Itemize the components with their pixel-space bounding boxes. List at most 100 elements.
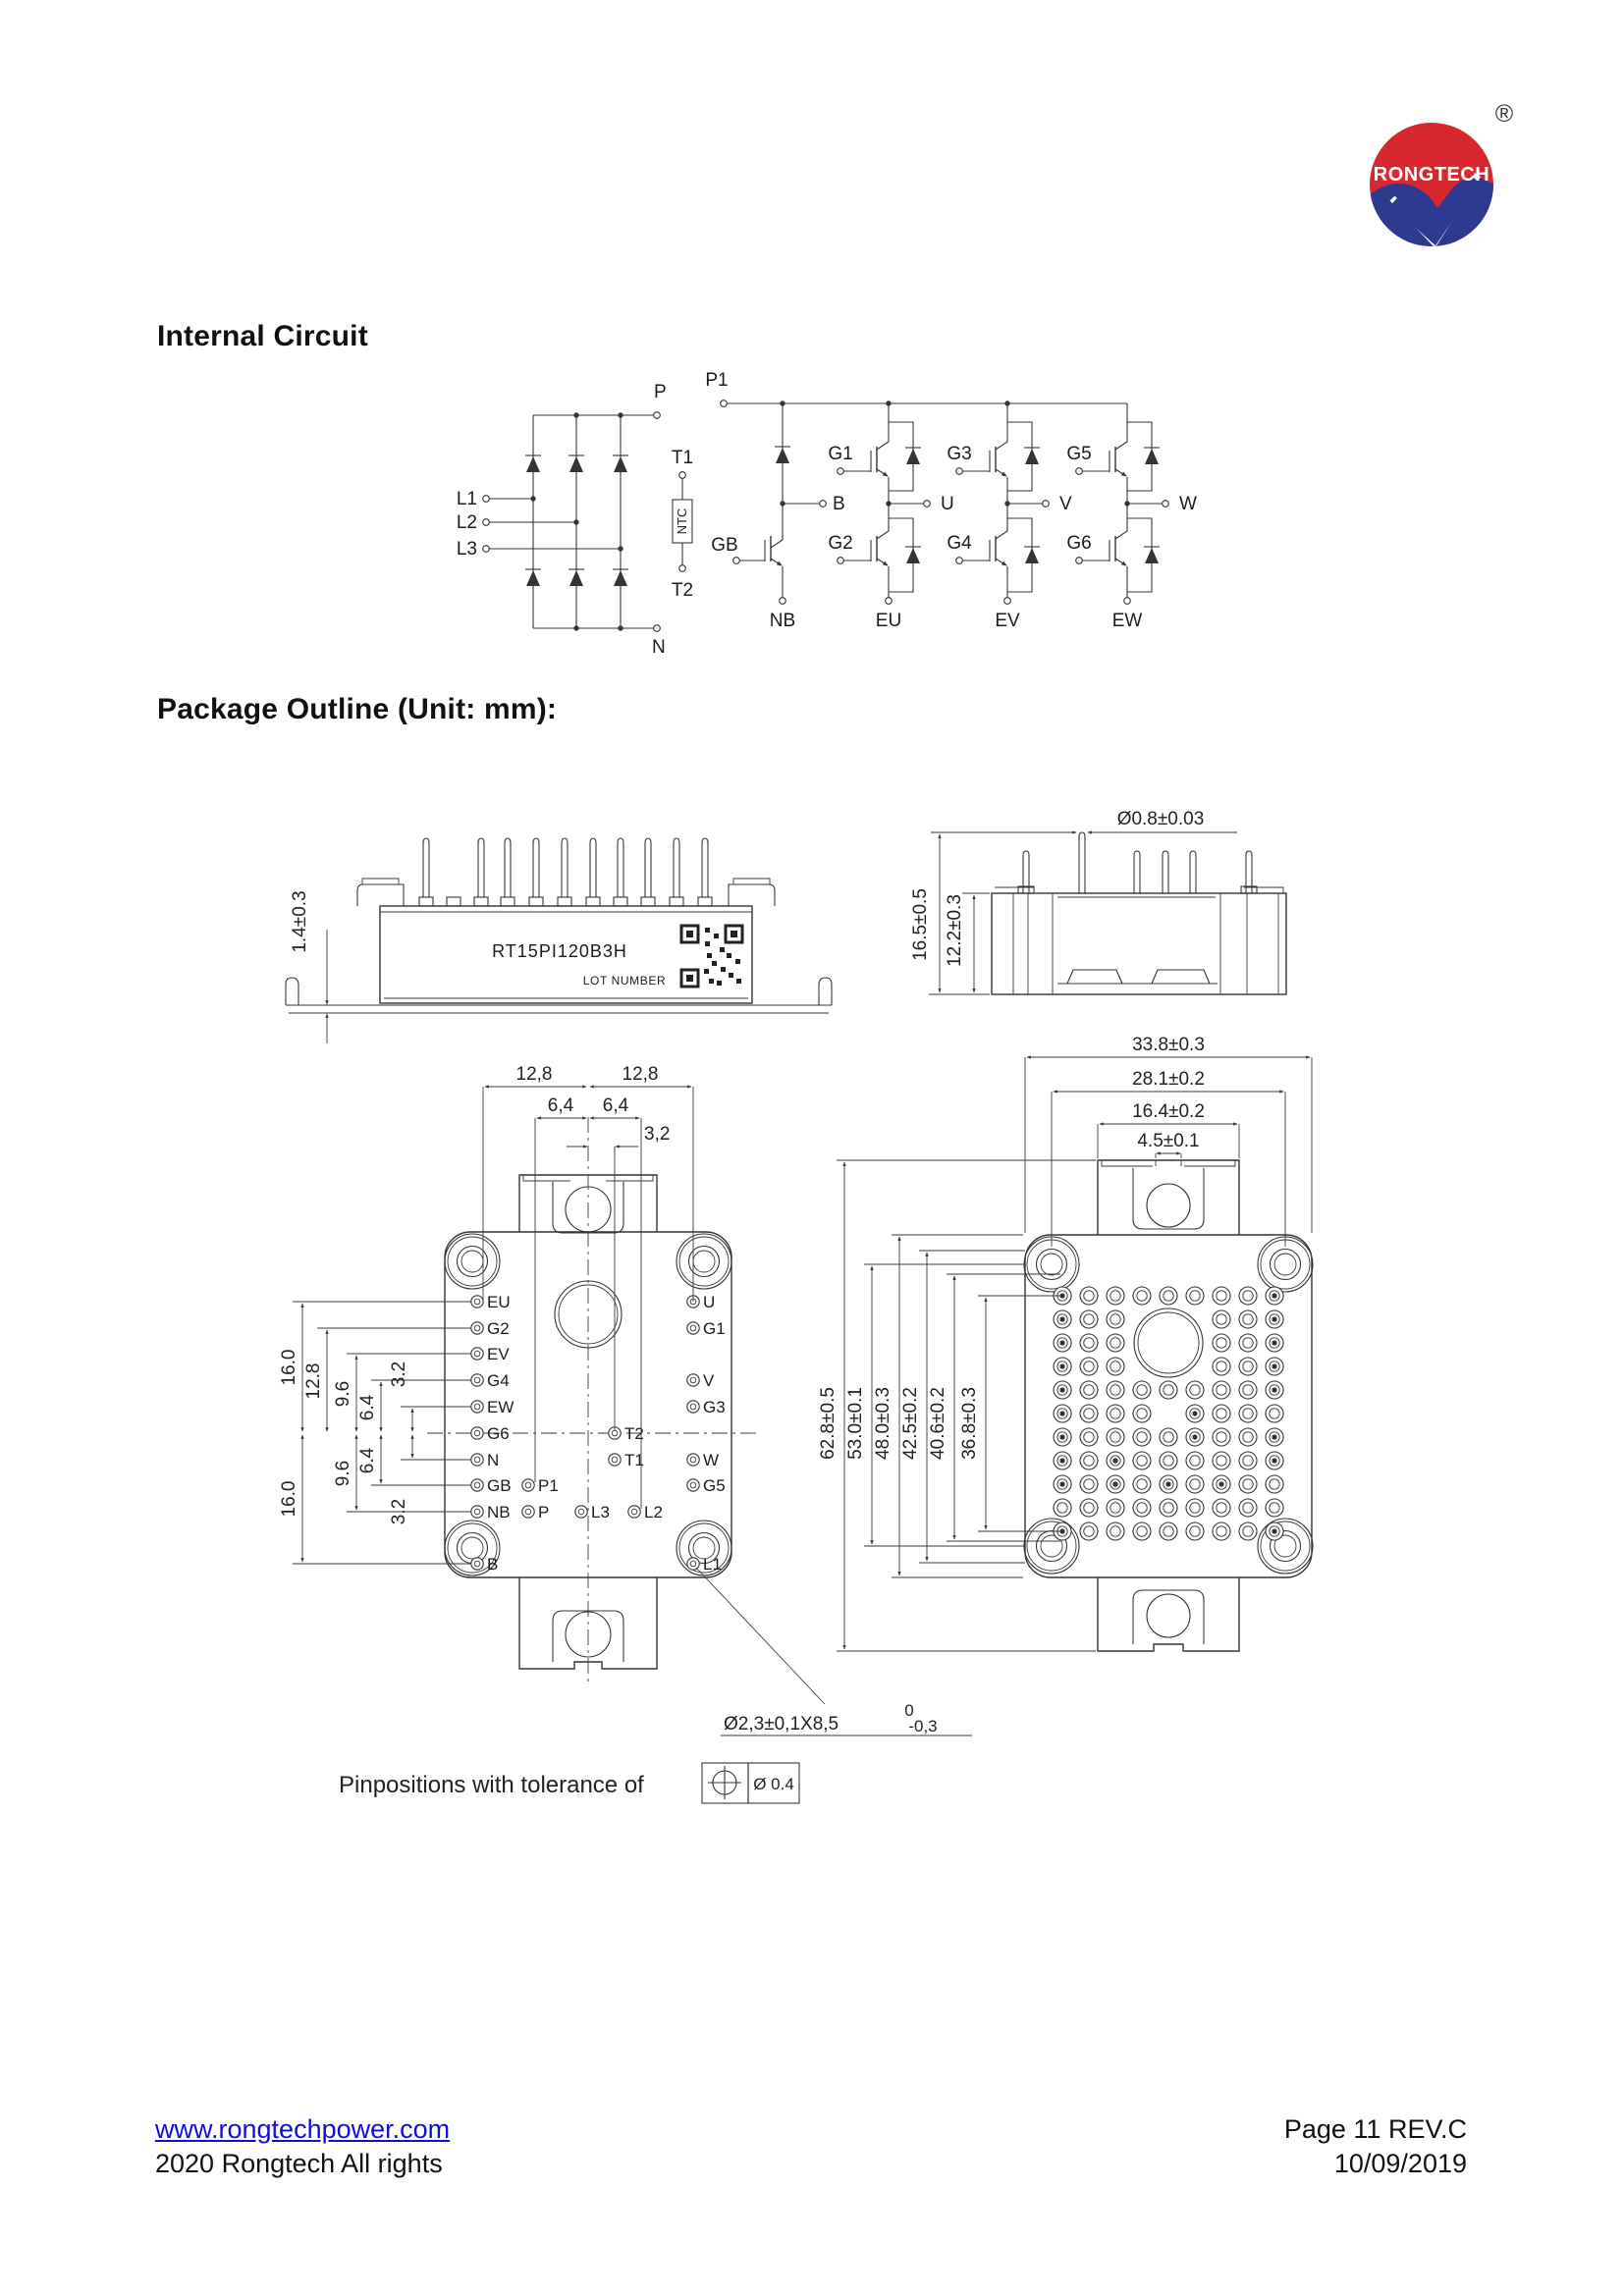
pin-label-T2: T2: [624, 1424, 644, 1443]
rectifier-diodes-upper: [525, 454, 628, 472]
half-bridge-leg-w: G5 G6 W EW: [1066, 403, 1197, 631]
pin-label-L1: L1: [703, 1555, 722, 1574]
package-hole-pattern-view: 33.8±0.3 28.1±0.2 16.4±0.2 4.5±0.1 62.8±…: [818, 1035, 1314, 1652]
dim-33-8: 33.8±0.3: [1132, 1035, 1205, 1055]
website-link[interactable]: www.rongtechpower.com: [155, 2114, 451, 2144]
dim-40-6: 40.6±0.2: [928, 1387, 948, 1460]
module-outline-2: [1023, 1159, 1314, 1652]
left-dimensions: 16.0 12.8 9.6 6.4 3.2 16.0 9.6 6.4 3.2: [279, 1301, 471, 1565]
dim-16-0-top: 16.0: [279, 1350, 299, 1386]
terminal-W: W: [1179, 494, 1197, 514]
pin-hole-callout-sup: 0: [904, 1701, 913, 1720]
revision-date: 10/09/2019: [1333, 2149, 1467, 2178]
terminal-N: N: [652, 637, 666, 658]
height-dimensions: 62.8±0.5 53.0±0.1 48.0±0.3 42.5±0.2 40.6…: [818, 1159, 1096, 1652]
pin-row: [418, 837, 713, 907]
dim-pin-diameter: Ø0.8±0.03: [1117, 809, 1205, 829]
inverter-section: P1 B GB NB: [705, 370, 1197, 631]
top-dimensions: 12,8 12,8 6,4 6,4 3,2: [482, 1064, 694, 1509]
pin-label-B: B: [487, 1555, 498, 1574]
terminal-G6: G6: [1066, 533, 1091, 554]
pin-hole-callout: Ø2,3±0,1X8,5 0 -0,3: [695, 1567, 972, 1736]
package-front-view: RT15PI120B3H LOT NUMBER 1.4±0.3: [285, 837, 833, 1043]
terminal-U: U: [941, 494, 954, 514]
pin-label-G6: G6: [487, 1424, 510, 1443]
package-side-view: Ø0.8±0.03 16.5±0.5: [910, 809, 1287, 995]
brake-chopper: B GB NB: [711, 403, 845, 631]
pinposition-note: Pinpositions with tolerance of Ø 0.4: [339, 1762, 800, 1804]
pin-label-G4: G4: [487, 1371, 510, 1390]
position-tolerance-icon: [708, 1766, 741, 1799]
pin-label-L3: L3: [591, 1503, 610, 1522]
pin-hole-callout-text: Ø2,3±0,1X8,5: [724, 1714, 839, 1735]
dim-6-4-bottom: 6.4: [357, 1447, 378, 1473]
dim-6-4-right: 6,4: [603, 1095, 629, 1116]
dim-48-0: 48.0±0.3: [873, 1387, 893, 1460]
dim-9-6-bottom: 9.6: [333, 1461, 353, 1486]
terminal-L2: L2: [457, 512, 477, 533]
dim-53-0: 53.0±0.1: [845, 1387, 866, 1460]
pin-label-P: P: [538, 1503, 549, 1522]
dim-62-8: 62.8±0.5: [818, 1387, 839, 1460]
footer-left: www.rongtechpower.com 2020 Rongtech All …: [155, 2112, 450, 2181]
dim-total-height: 16.5±0.5: [910, 831, 1076, 995]
terminal-G4: G4: [947, 533, 972, 554]
terminal-T2: T2: [672, 580, 693, 601]
tolerance-value: Ø 0.4: [753, 1775, 794, 1793]
dim-body-height-text: 12.2±0.3: [945, 894, 965, 967]
pin-label-L2: L2: [644, 1503, 663, 1522]
top-mounting-tab-2: [1097, 1159, 1240, 1235]
baseplate: [285, 977, 833, 1014]
ntc-label: NTC: [675, 508, 689, 535]
dim-total-height-text: 16.5±0.5: [910, 888, 931, 961]
dim-3-2-bottom: 3.2: [389, 1499, 409, 1524]
dim-body-height: 12.2±0.3: [945, 892, 990, 993]
copyright-text: 2020 Rongtech All rights: [155, 2149, 443, 2178]
package-pin-layout-view: EU G2 EV G4 EW G6 N GB NB B P1 P L3 L2 T…: [279, 1064, 972, 1804]
module-body: [356, 878, 776, 1004]
dim-12-8-vert: 12.8: [303, 1363, 324, 1400]
pin-label-V: V: [703, 1371, 715, 1390]
terminal-G2: G2: [828, 533, 852, 554]
ntc-thermistor: T1 T2 NTC: [672, 448, 693, 601]
footer-right: Page 11 REV.C 10/09/2019: [1284, 2112, 1467, 2181]
rongtech-logo: RONGTECH ®: [1370, 100, 1514, 246]
terminal-P1: P1: [705, 370, 728, 391]
pin-label-U: U: [703, 1293, 715, 1311]
pin-label-G2: G2: [487, 1319, 510, 1338]
terminal-EW: EW: [1112, 611, 1143, 631]
terminal-EU: EU: [876, 611, 901, 631]
page-number: Page 11 REV.C: [1283, 2114, 1467, 2144]
dim-16-0-bottom: 16.0: [279, 1481, 299, 1518]
registered-mark: ®: [1495, 100, 1514, 128]
side-pins: [1017, 831, 1258, 894]
half-bridge-leg-u: G1 G2 U EU: [828, 403, 954, 631]
dim-36-8: 36.8±0.3: [959, 1387, 980, 1460]
pin-label-EU: EU: [487, 1293, 511, 1311]
terminal-L3: L3: [457, 539, 477, 560]
terminal-T1: T1: [672, 448, 693, 468]
center-hole: [1133, 1308, 1204, 1378]
rectifier-bridge: L1 L2 L3 P N: [457, 382, 667, 658]
qr-code: [679, 924, 744, 988]
terminal-NB: NB: [770, 611, 795, 631]
module-outline: [427, 1117, 756, 1683]
internal-circuit-diagram: L1 L2 L3 P N T1 T2 NTC P1: [457, 370, 1197, 658]
dim-42-5: 42.5±0.2: [900, 1387, 921, 1460]
pin-label-W: W: [703, 1451, 719, 1469]
pin-label-EW: EW: [487, 1398, 514, 1416]
pin-hole-grid: [1053, 1286, 1284, 1541]
terminal-L1: L1: [457, 489, 477, 509]
pin-label-G5: G5: [703, 1476, 726, 1495]
dim-3-2-top-v: 3.2: [389, 1362, 409, 1387]
terminal-G1: G1: [828, 444, 852, 464]
half-bridge-leg-v: G3 G4 V EV: [947, 403, 1072, 631]
dim-6-4-top-v: 6.4: [357, 1394, 378, 1420]
terminal-P: P: [654, 382, 667, 402]
pin-label-EV: EV: [487, 1345, 510, 1363]
width-dimensions: 33.8±0.3 28.1±0.2 16.4±0.2 4.5±0.1: [1024, 1035, 1313, 1247]
pin-label-P1: P1: [538, 1476, 559, 1495]
internal-circuit-heading: Internal Circuit: [157, 320, 368, 352]
pinposition-note-text: Pinpositions with tolerance of: [339, 1772, 644, 1798]
